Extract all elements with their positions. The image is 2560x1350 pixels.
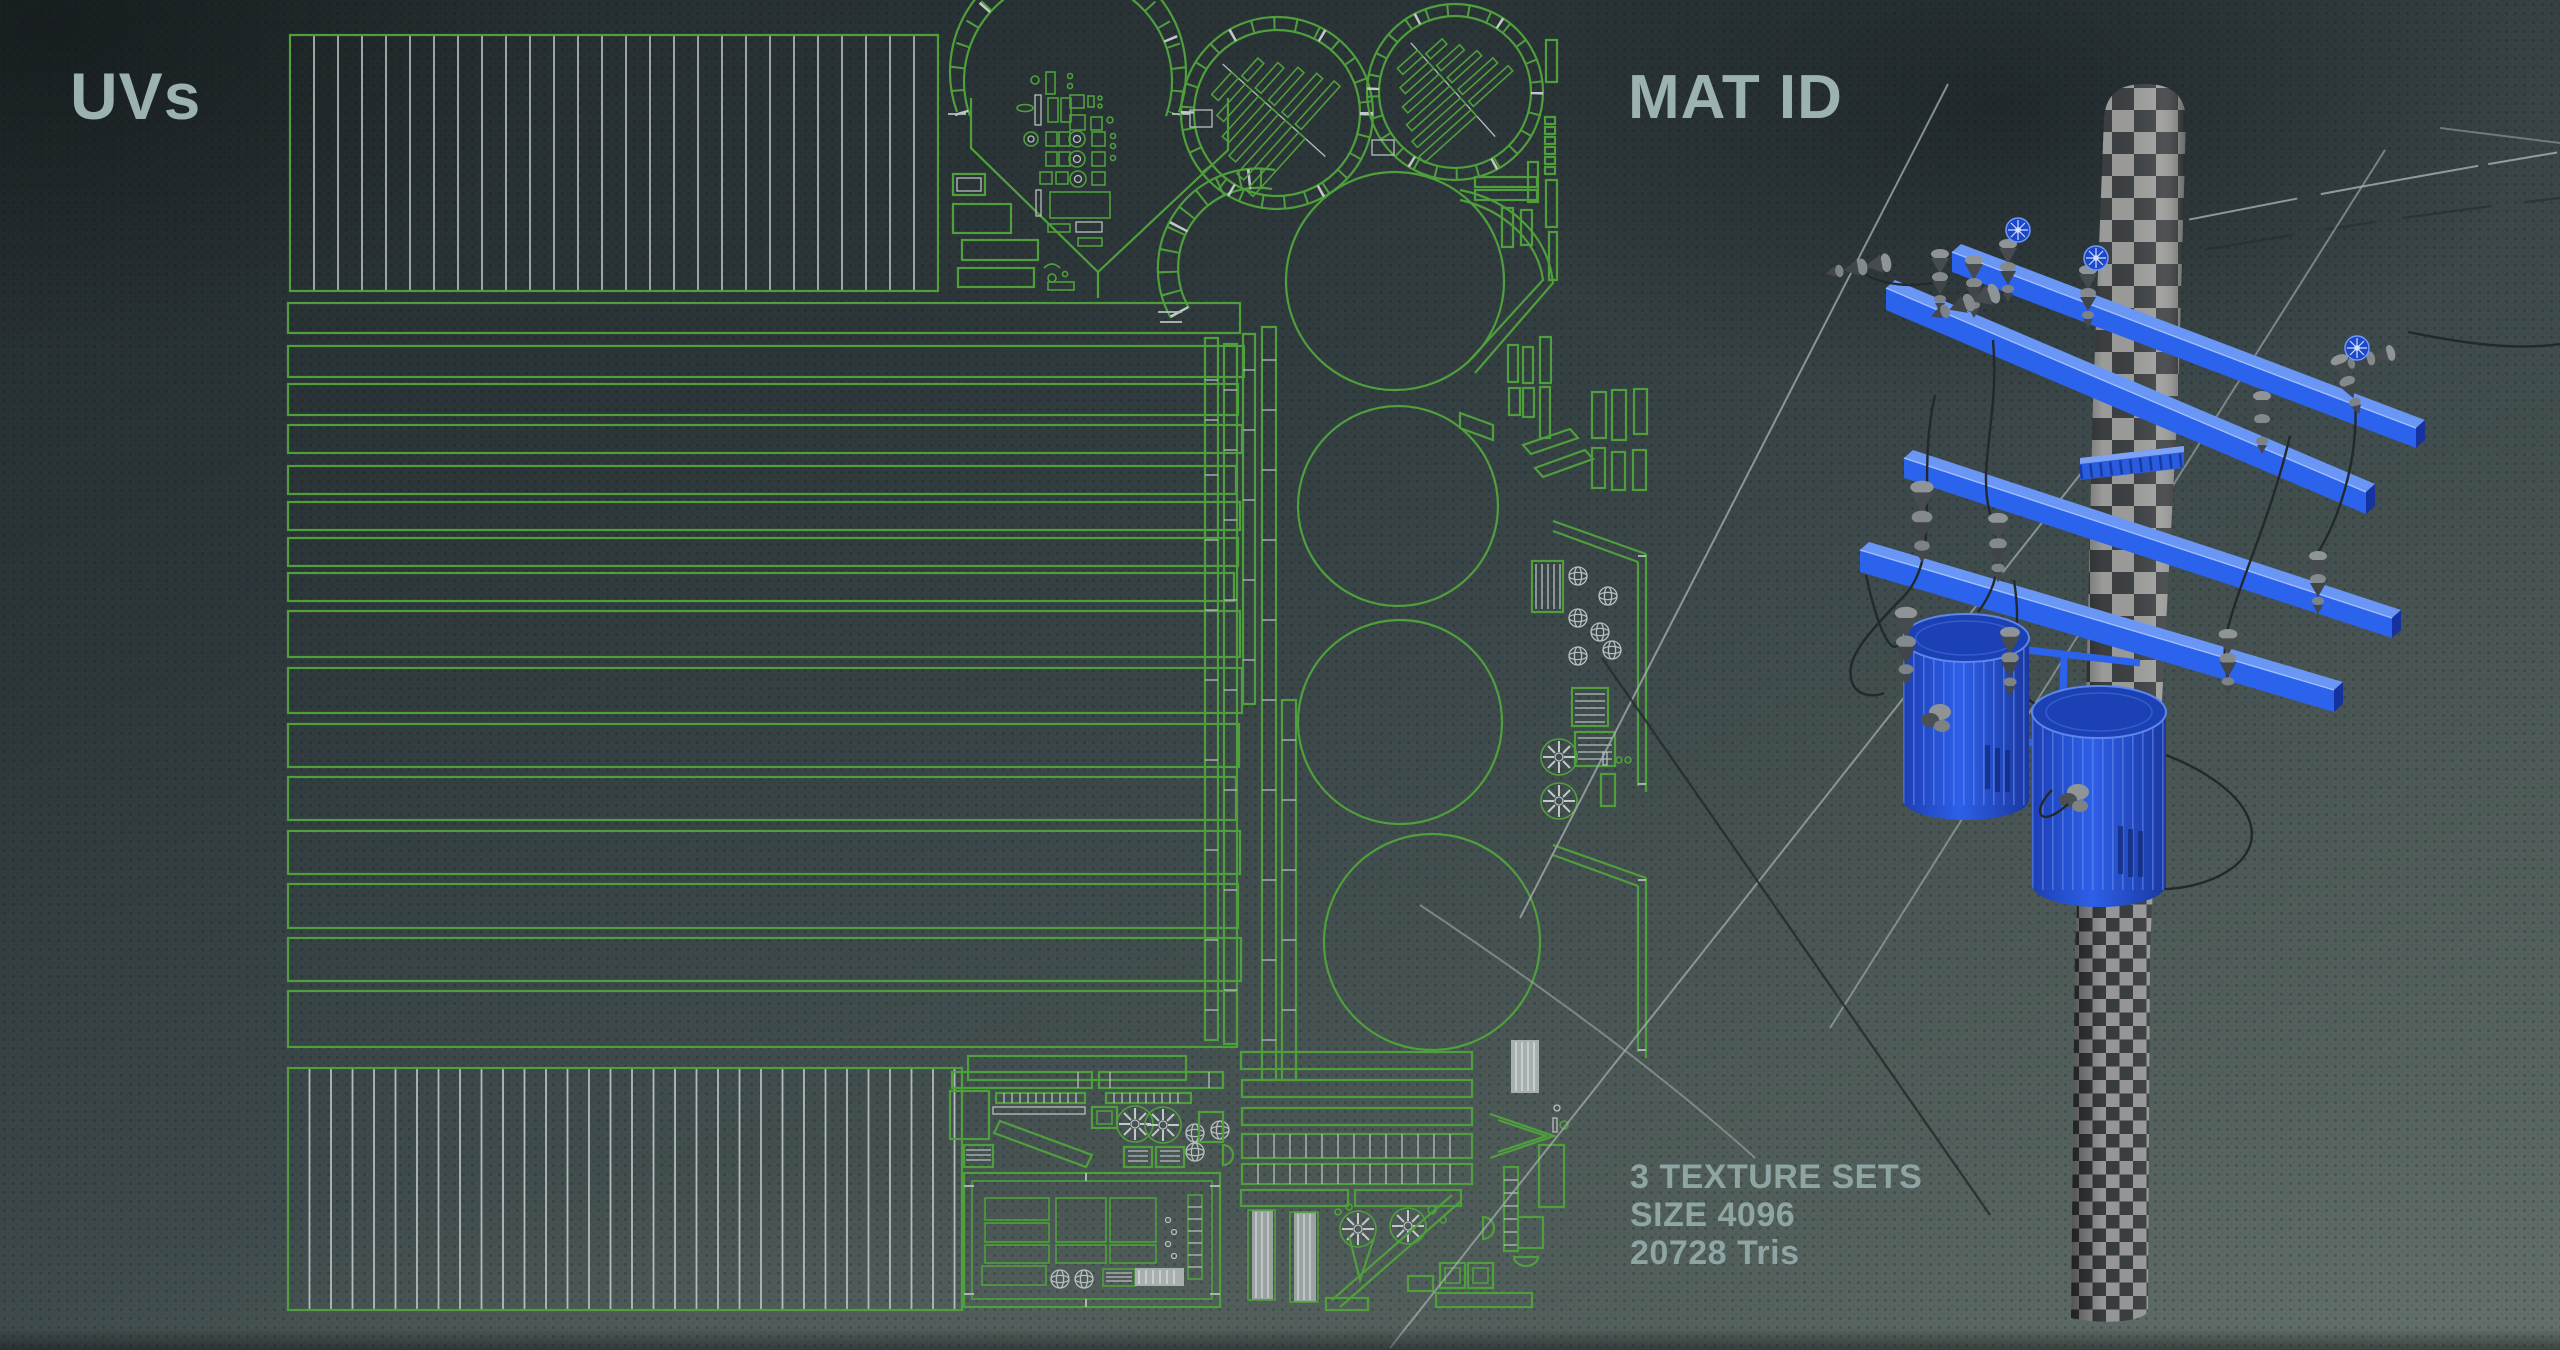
long-wire-diagonal xyxy=(1389,461,2091,1349)
matid-panel-title: MAT ID xyxy=(1628,63,1843,132)
insulator-hanging xyxy=(1910,480,1934,563)
background-wire-2 xyxy=(2129,196,2560,266)
uv-left-small-rects xyxy=(951,172,1075,291)
stat-texture-size: SIZE 4096 xyxy=(1630,1196,1796,1234)
uv-island-striped-rect-bottom xyxy=(286,1066,964,1312)
uv-island-herringbone-circle-2 xyxy=(1365,2,1545,182)
transformer-2-bushing xyxy=(2059,784,2089,812)
uv-island-herringbone-circle-1 xyxy=(1179,15,1375,211)
blue-fan-connector xyxy=(2005,217,2031,243)
transformer-2 xyxy=(2031,685,2167,907)
stat-triangle-count: 20728 Tris xyxy=(1630,1234,1800,1272)
pole-collar-ring xyxy=(2079,446,2185,480)
transformer-1 xyxy=(1902,613,2030,820)
long-wire-upper xyxy=(1519,83,1949,919)
insulator-hanging xyxy=(1988,512,2008,583)
stat-texture-sets: 3 TEXTURE SETS xyxy=(1630,1158,1923,1196)
crossarm-1 xyxy=(1951,244,2425,448)
uv-bottom-left-cluster xyxy=(948,1054,1235,1309)
uv-island-strip-stack xyxy=(286,301,1246,1049)
uv-island-ladder-strips xyxy=(1203,325,1298,1082)
crossarm-2 xyxy=(1885,280,2375,514)
uv-island-striped-rect-top xyxy=(288,33,940,293)
uv-island-large-circles xyxy=(1284,170,1542,1052)
uv-bottom-right-cluster xyxy=(1406,1040,1569,1309)
utility-pole-render xyxy=(1824,84,2560,1322)
uv-right-small-rects xyxy=(1458,38,1649,492)
uv-island-arc-2 xyxy=(1156,167,1276,323)
power-wires-background xyxy=(1389,83,2560,1349)
blue-fan-connector xyxy=(2083,245,2109,271)
long-wire-dark xyxy=(1601,657,1991,1216)
transformer-1-bushing xyxy=(1921,704,1951,732)
uv-right-mid-cluster xyxy=(1530,519,1648,1058)
transformer-2-lead xyxy=(2038,789,2069,818)
uv-panel-title: UVs xyxy=(70,59,202,133)
asset-stats: 3 TEXTURE SETS SIZE 4096 20728 Tris xyxy=(1630,1158,1922,1272)
uv-island-dome-funnel xyxy=(948,0,1230,298)
background-wire-3 xyxy=(2439,127,2560,144)
uv-bottom-middle-cluster xyxy=(1239,1050,1474,1312)
crossarm-4 xyxy=(1859,542,2343,712)
uv-layout xyxy=(286,0,1649,1312)
bottom-vignette xyxy=(0,1328,2560,1350)
uv-small-parts-cluster xyxy=(1016,71,1117,247)
blue-fan-connector xyxy=(2344,335,2370,361)
long-wire-lower xyxy=(1419,904,1756,1159)
